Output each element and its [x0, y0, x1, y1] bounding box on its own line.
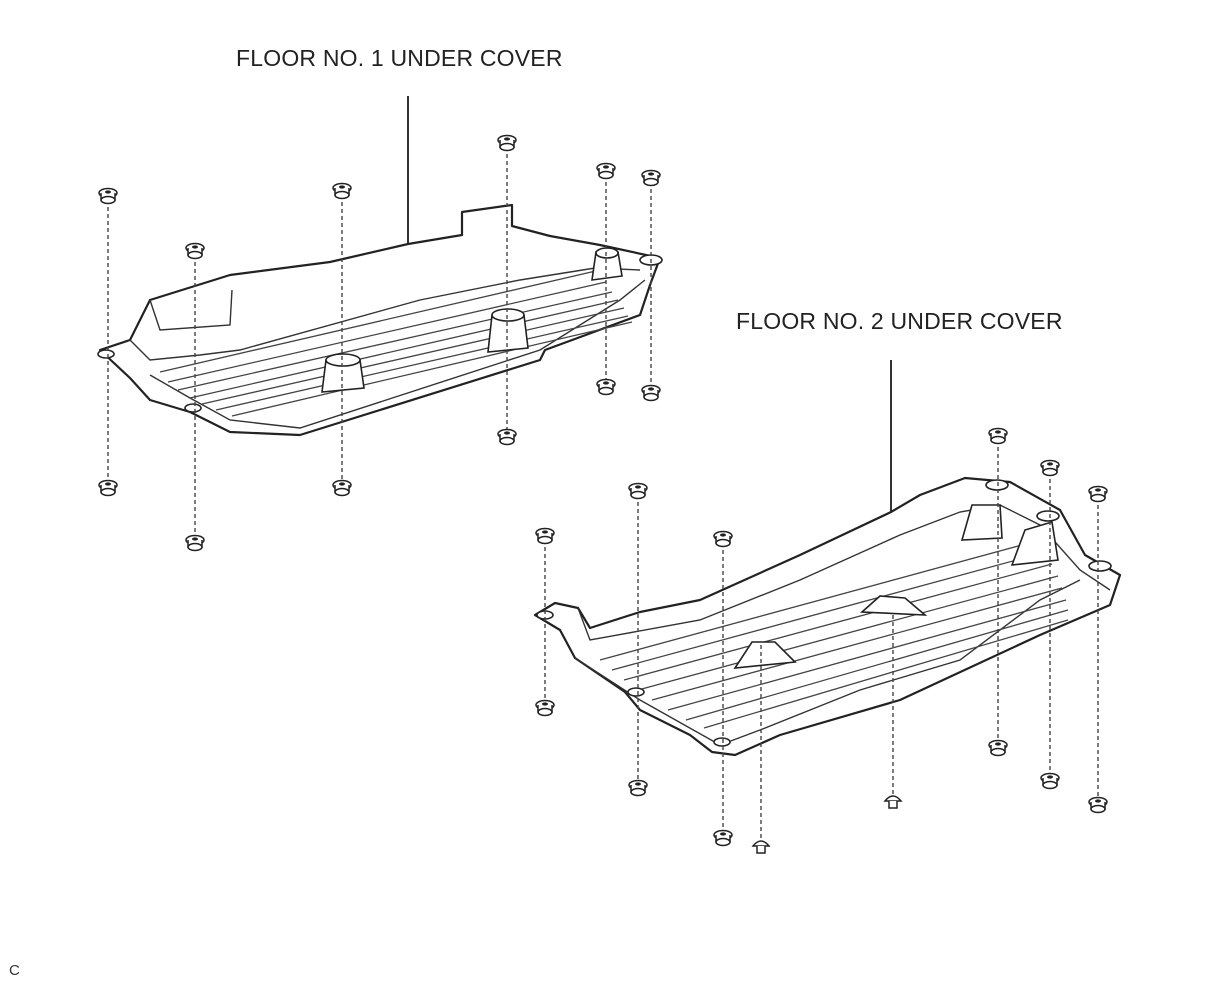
cover1-body	[98, 203, 662, 437]
cover2-body	[533, 476, 1122, 757]
figure-code: C	[9, 962, 20, 979]
floor-no-2-under-cover	[533, 360, 1122, 854]
floor-no-1-under-cover	[97, 96, 663, 552]
floor-no-2-under-cover-label: FLOOR NO. 2 UNDER COVER	[736, 308, 1063, 334]
cover1-ribs	[159, 269, 633, 417]
cover1-fastener-lines	[107, 147, 652, 540]
floor-no-1-under-cover-label: FLOOR NO. 1 UNDER COVER	[236, 45, 563, 71]
cover2-fastener-lines	[544, 440, 1099, 845]
cover2-clips	[752, 795, 902, 854]
cover2-ribs	[599, 539, 1069, 729]
